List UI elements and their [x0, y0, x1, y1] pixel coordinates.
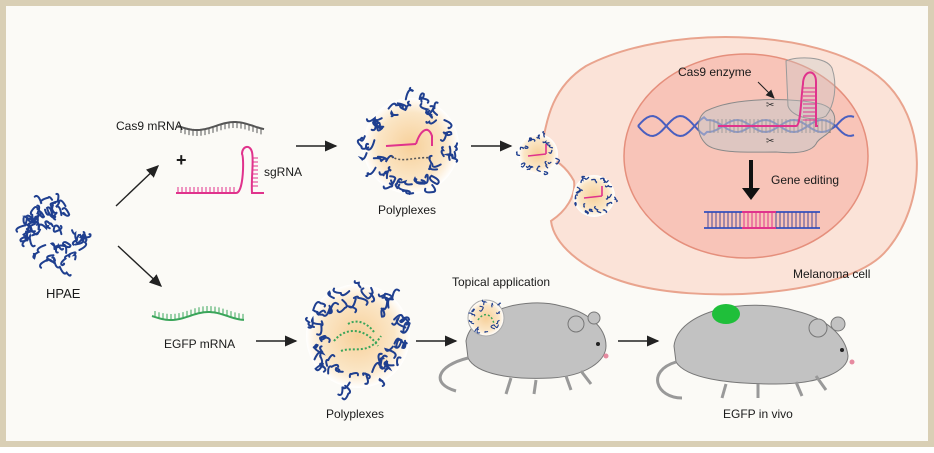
plus-sign: +: [176, 150, 187, 170]
gene-editing-arrowhead: [742, 188, 760, 200]
topical-polyplex: [467, 299, 505, 337]
topical-application-label: Topical application: [452, 275, 550, 289]
mouse-egfp: [656, 304, 855, 400]
polyplex-entering: [515, 130, 561, 176]
arrow-to-cas9: [115, 165, 160, 207]
diagram-svg: ✂ ✂: [15, 36, 918, 421]
hpae-polymer: [15, 192, 92, 277]
cas9-enzyme-label: Cas9 enzyme: [678, 65, 752, 79]
sgrna-structure: [176, 146, 264, 194]
egfp-spot: [712, 304, 740, 324]
polyplexes-bottom-label: Polyplexes: [326, 407, 384, 421]
egfp-mrna-strand: [151, 306, 245, 321]
hpae-label: HPAE: [46, 286, 81, 301]
polyplex-top: [356, 86, 459, 195]
cas9-mrna-strand: [177, 121, 265, 136]
svg-text:✂: ✂: [766, 100, 774, 111]
sgrna-label: sgRNA: [264, 165, 302, 179]
polyplexes-top-label: Polyplexes: [378, 203, 436, 217]
arrow-to-egfp: [117, 245, 163, 287]
dna-cas9-complex: ✂ ✂: [637, 57, 855, 154]
gene-editing-label: Gene editing: [771, 173, 839, 187]
edited-dna: [704, 211, 820, 229]
egfp-in-vivo-label: EGFP in vivo: [723, 407, 793, 421]
polyplex-internalized: [573, 175, 618, 217]
egfp-mrna-label: EGFP mRNA: [164, 337, 235, 351]
melanoma-cell-label: Melanoma cell: [793, 267, 870, 281]
mouse-topical: [438, 302, 609, 395]
svg-text:✂: ✂: [766, 136, 774, 147]
polyplex-bottom: [304, 280, 411, 401]
cas9-enzyme-pointer: [757, 81, 775, 99]
cas9-mrna-label: Cas9 mRNA: [116, 119, 183, 133]
